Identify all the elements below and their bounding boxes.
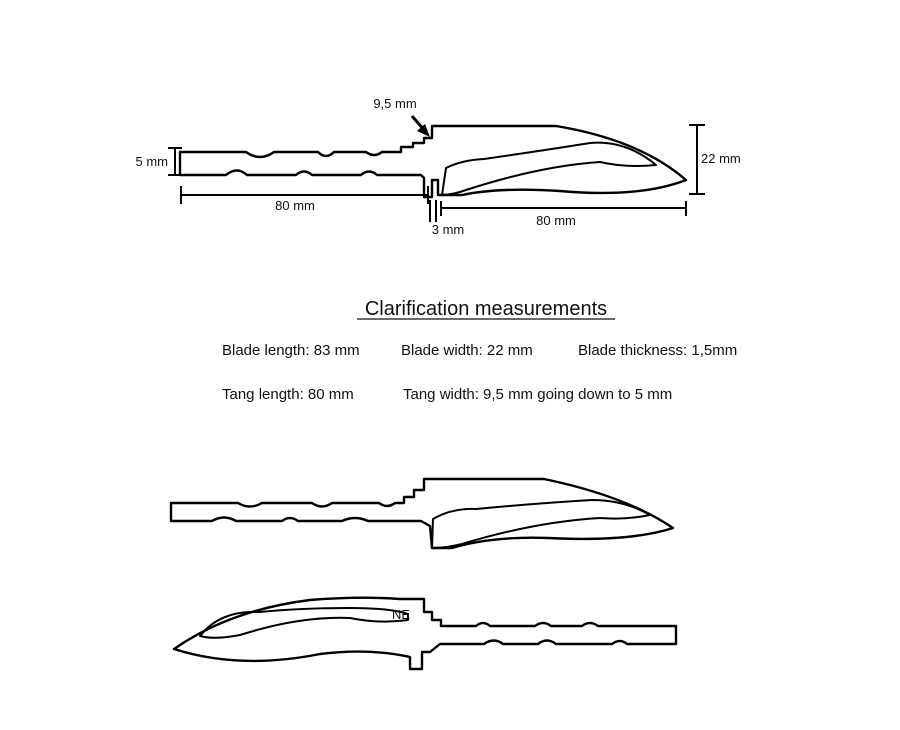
blade-thickness-spec: Blade thickness: 1,5mm bbox=[578, 342, 737, 359]
clarification-section: Clarification measurements Blade length:… bbox=[222, 298, 737, 403]
knife-profile-right bbox=[169, 477, 675, 550]
blade-height-dimension: 22 mm bbox=[689, 124, 741, 195]
tang-length-spec: Tang length: 80 mm bbox=[222, 386, 354, 403]
tang-width-spec: Tang width: 9,5 mm going down to 5 mm bbox=[403, 386, 672, 403]
shoulder-gap-dimension: 3 mm bbox=[429, 200, 465, 237]
blade-height-label: 22 mm bbox=[701, 151, 741, 166]
shoulder-arrowhead-icon bbox=[417, 124, 430, 137]
dimensioned-knife: 5 mm 80 mm 9,5 mm 3 mm 80 mm bbox=[136, 96, 741, 237]
shoulder-height-label: 9,5 mm bbox=[373, 96, 416, 111]
shoulder-height-callout: 9,5 mm bbox=[373, 96, 430, 137]
knife-profile-right-outline bbox=[169, 477, 675, 550]
dimensioned-knife-outline bbox=[178, 124, 688, 199]
knife-profile-left: NE bbox=[172, 596, 678, 671]
maker-mark-label: NE bbox=[392, 607, 410, 622]
knife-profile-right-bevel-line bbox=[431, 499, 651, 549]
tang-height-label: 5 mm bbox=[136, 154, 169, 169]
knife-profile-left-bevel-line bbox=[199, 607, 409, 639]
blade-length-dimension: 80 mm bbox=[440, 201, 687, 228]
dimensioned-knife-bevel-line bbox=[441, 141, 657, 196]
knife-profile-left-outline bbox=[172, 596, 678, 671]
blade-length-label: 80 mm bbox=[536, 213, 576, 228]
blade-length-spec: Blade length: 83 mm bbox=[222, 342, 360, 359]
shoulder-gap-label: 3 mm bbox=[432, 222, 465, 237]
tang-length-label: 80 mm bbox=[275, 198, 315, 213]
tang-height-dimension: 5 mm bbox=[136, 147, 182, 176]
clarification-title: Clarification measurements bbox=[365, 298, 607, 320]
tang-length-dimension: 80 mm bbox=[180, 186, 429, 213]
blade-width-spec: Blade width: 22 mm bbox=[401, 342, 533, 359]
